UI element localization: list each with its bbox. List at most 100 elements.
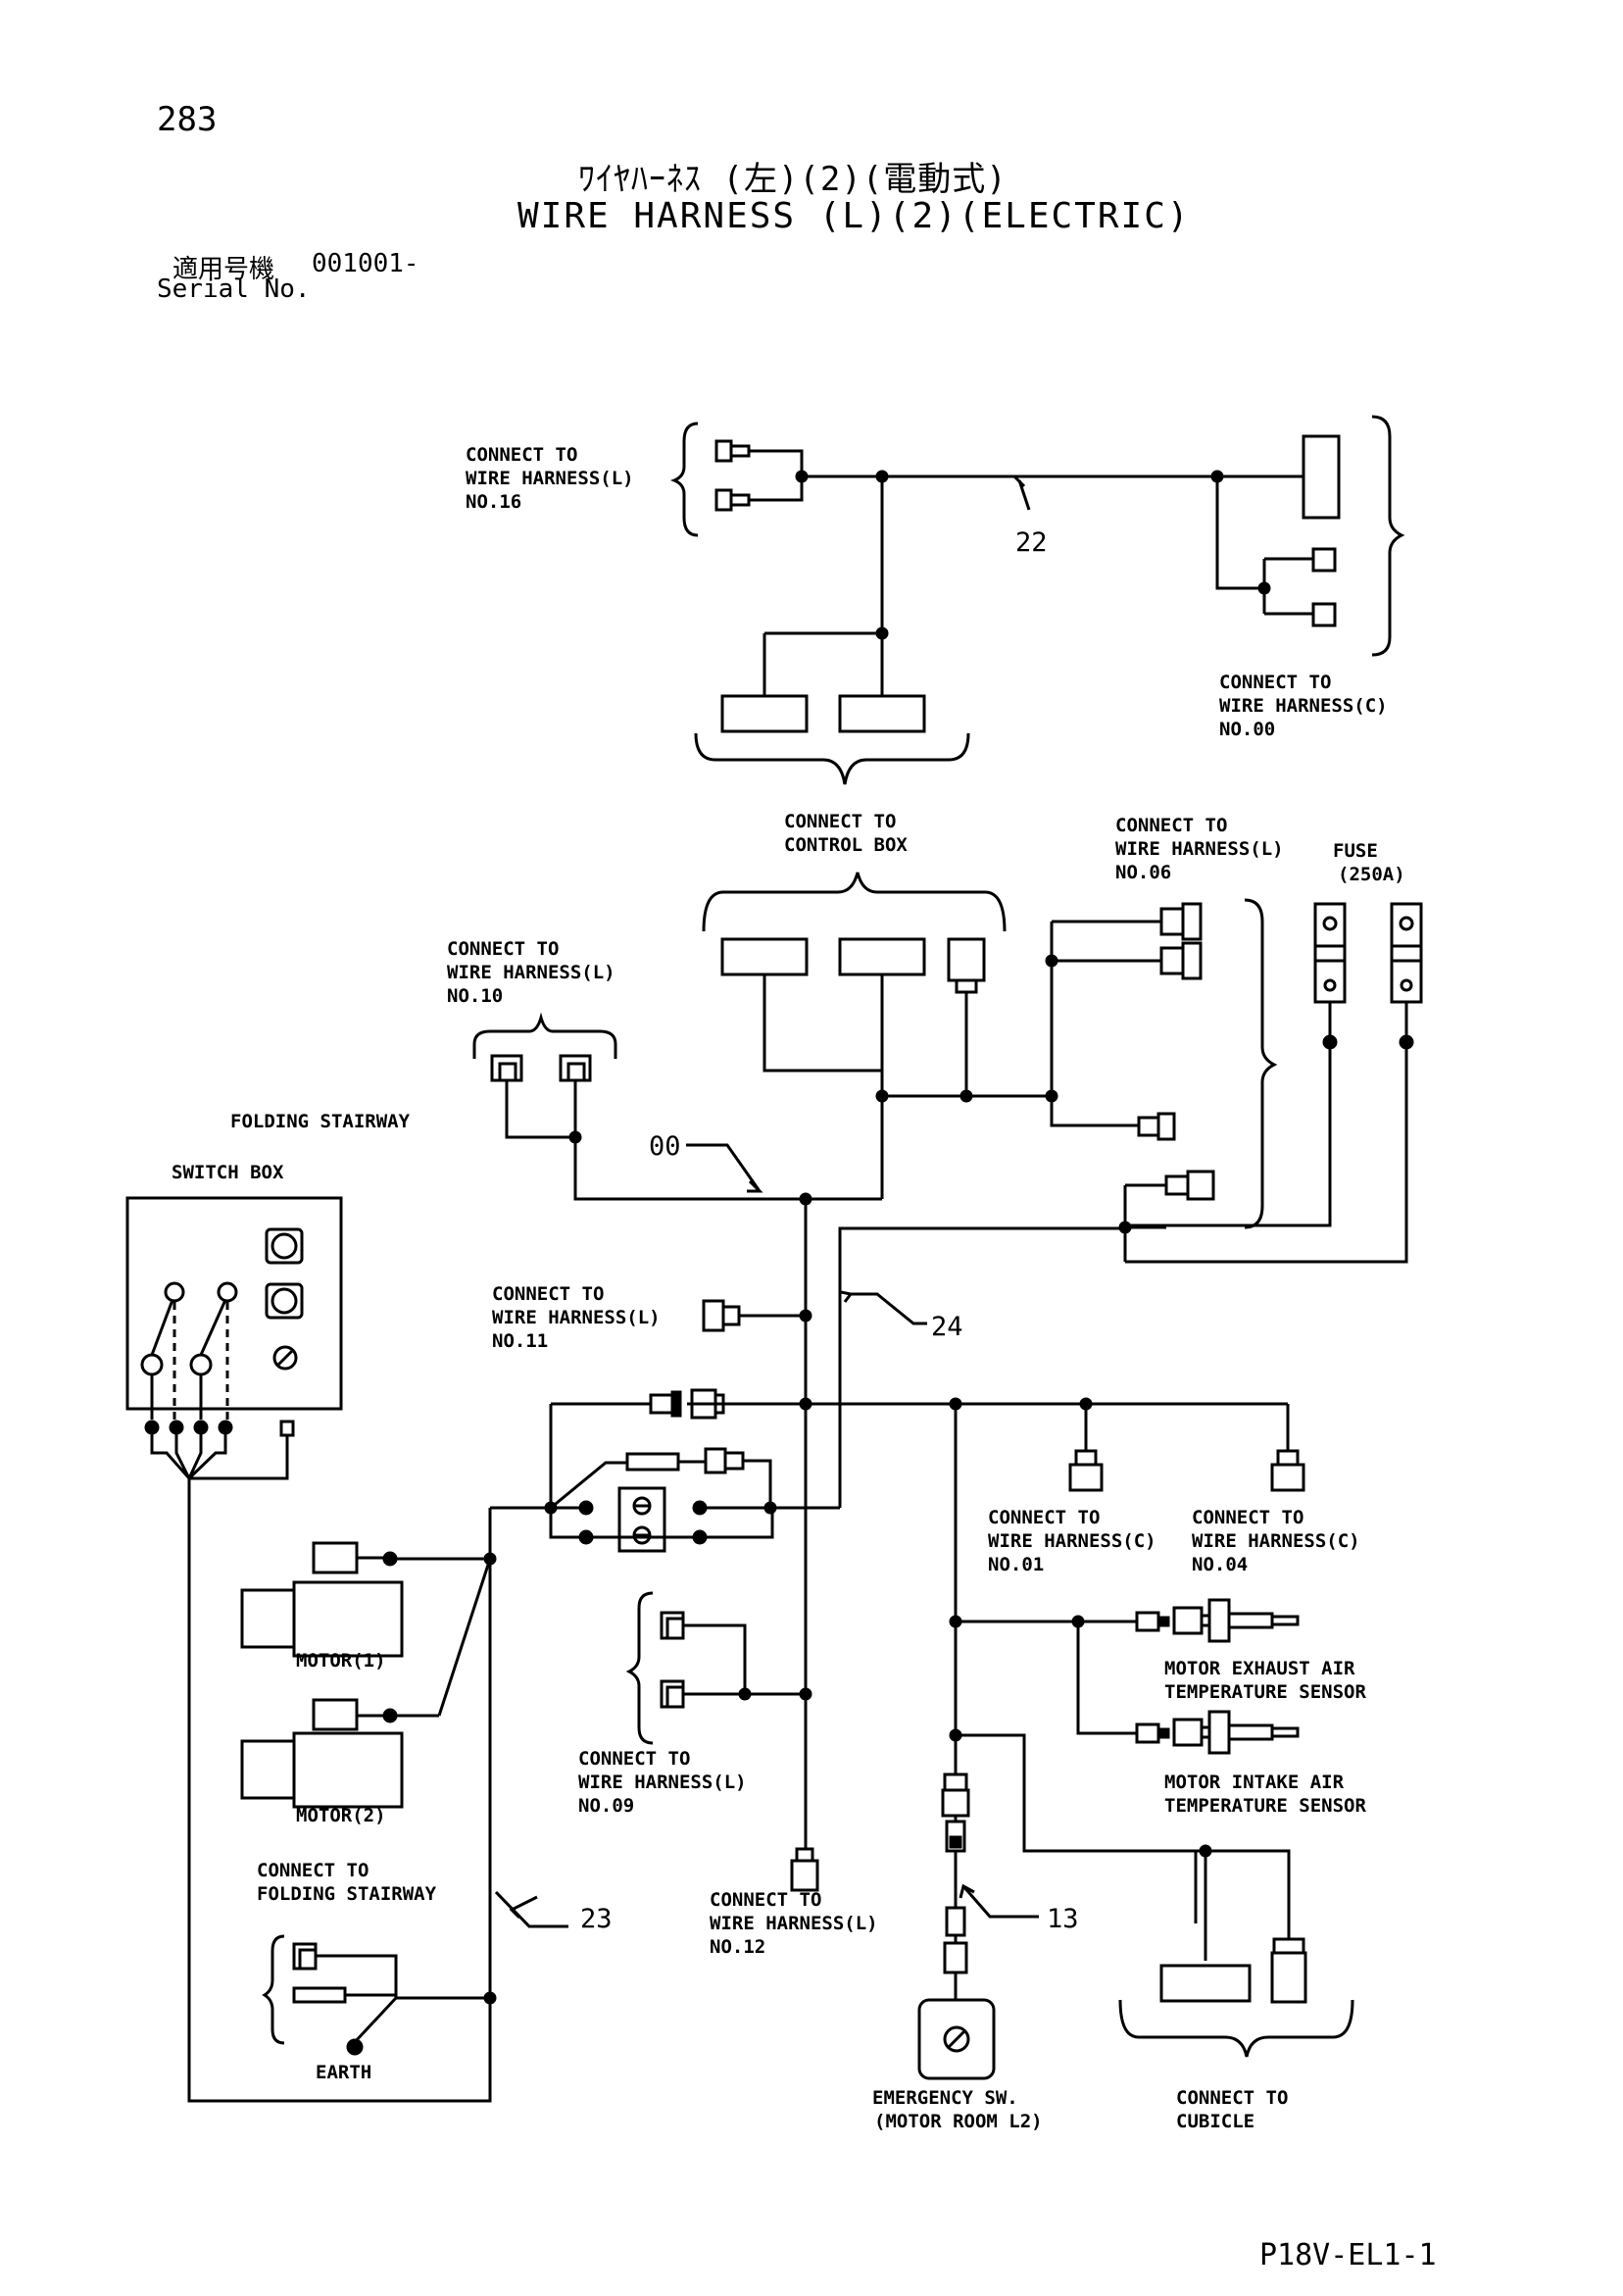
wire-wh16-branch — [749, 449, 804, 502]
connector-wh11 — [702, 1299, 725, 1332]
control-box-connector-d — [838, 937, 926, 976]
harness-24-number: 24 — [931, 1312, 963, 1342]
switch-box-knob — [272, 1345, 298, 1371]
brace-wh10 — [472, 1012, 617, 1059]
junction-wh16 — [795, 470, 809, 483]
wire-harness-24 — [838, 1185, 1127, 1508]
connector-wh09-b-pin — [665, 1685, 685, 1709]
wire-relay-in — [490, 1461, 627, 1510]
control-box-connector-e-pin — [955, 978, 978, 994]
fuse-line-1: FUSE — [1333, 840, 1378, 862]
folding-stairway-label: FOLDING STAIRWAY — [230, 1111, 411, 1132]
junction-22b — [1210, 470, 1224, 483]
switch-levers — [150, 1299, 227, 1356]
wh-c00-line-2: WIRE HARNESS(C) — [1219, 695, 1388, 717]
harness-00-group — [472, 872, 1278, 1262]
wh-l12-line-1: CONNECT TO — [710, 1889, 821, 1911]
brace-control-box-lower — [702, 872, 1007, 932]
connector-wh-c00-main — [1302, 434, 1341, 520]
connector-folding-stairway — [292, 1942, 318, 1971]
relay-term-b — [578, 1529, 594, 1545]
junction-wh10 — [568, 1130, 582, 1144]
wire-wh06-bus — [1050, 922, 1139, 1127]
connector-wh06-a — [1159, 907, 1185, 936]
connector-wh09-a — [660, 1611, 685, 1640]
emergency-sw-body — [917, 1998, 996, 2080]
motor-2-label: MOTOR(2) — [296, 1805, 386, 1826]
connector-wh16-b — [714, 488, 733, 512]
exhaust-sensor-body — [1227, 1612, 1274, 1629]
harness-22-number: 22 — [1015, 527, 1048, 558]
motor-2-body — [292, 1731, 404, 1809]
leader-13-arrow — [959, 1883, 975, 1899]
intake-sensor-tip — [1270, 1726, 1300, 1738]
connector-wh11-pin — [721, 1305, 741, 1326]
wire-wh-c00-leads — [1264, 557, 1313, 616]
relay-block — [617, 1486, 666, 1553]
junction-00d — [1045, 1089, 1058, 1103]
switch-terminal-4 — [218, 1420, 233, 1435]
folding-stairway-conn-line-2: FOLDING STAIRWAY — [257, 1883, 437, 1905]
leader-24-arrow — [840, 1290, 854, 1303]
motor-1-label: MOTOR(1) — [296, 1650, 386, 1672]
connector-folding-stairway-pin — [298, 1948, 318, 1971]
connector-wh06-d-body — [1186, 1170, 1215, 1201]
earth-label: EARTH — [316, 2062, 371, 2083]
control-box-connector-e — [947, 937, 986, 982]
wire-sensors — [956, 1620, 1137, 1735]
control-box-connector-c — [720, 937, 809, 976]
wh-l10-line-3: NO.10 — [447, 985, 503, 1007]
intake-sensor-body — [1227, 1723, 1274, 1741]
wh-l12-line-2: WIRE HARNESS(L) — [710, 1913, 878, 1934]
relay-group — [490, 1388, 1305, 1553]
wire-wh10 — [505, 1080, 577, 1139]
switch-box-knob-mark — [276, 1349, 294, 1367]
serial-label-japanese: 適用号機 — [172, 255, 275, 284]
wire-harness-00-main — [573, 1137, 882, 1201]
fuse-bodies — [1315, 944, 1421, 963]
harness-23-number: 23 — [580, 1904, 613, 1934]
switch-wiring — [150, 1433, 227, 1481]
cubicle-connector-b — [1270, 1951, 1307, 2004]
wire-control-box-split — [764, 631, 884, 696]
intake-sensor-connector-pin — [1156, 1727, 1170, 1739]
connector-wh-c01-top — [1074, 1449, 1098, 1467]
sensor-group — [917, 1404, 1354, 2080]
wh-l16-line-3: NO.16 — [466, 491, 521, 513]
cubicle-connector-b-top — [1272, 1937, 1305, 1955]
wh-l16-line-1: CONNECT TO — [466, 444, 577, 466]
brace-wh06 — [1244, 898, 1278, 1229]
emergency-sw-button — [943, 2025, 970, 2053]
switch-a-top — [164, 1281, 185, 1303]
switch-dashed-links — [172, 1302, 229, 1420]
leader-23 — [494, 1890, 568, 1928]
switch-box-label: SWITCH BOX — [172, 1162, 284, 1183]
motor-2-terminal — [382, 1708, 398, 1723]
serial-number-value: 001001- — [312, 249, 419, 278]
leader-22 — [1017, 479, 1031, 511]
wh-l12-line-3: NO.12 — [710, 1936, 765, 1958]
connector-wh06-c — [1137, 1116, 1160, 1137]
fuse-a-top-hole — [1322, 916, 1338, 931]
intake-sensor-line-1: MOTOR INTAKE AIR — [1164, 1772, 1345, 1793]
switch-box-group — [125, 1196, 492, 2103]
switch-drops — [150, 1374, 203, 1420]
junction-earth — [483, 1991, 497, 2005]
wh-c04-line-3: NO.04 — [1192, 1554, 1248, 1575]
connector-wh-c00-b — [1311, 602, 1337, 627]
connector-wh12 — [790, 1859, 819, 1892]
relay-connector-a — [704, 1447, 727, 1474]
motor-1-box — [312, 1541, 359, 1574]
wire-wh-c00-branch — [1215, 476, 1264, 590]
fuse-leads — [1328, 1002, 1408, 1039]
junction-sensor-a — [949, 1615, 962, 1628]
serial-label-english: Serial No. — [157, 275, 311, 304]
motor-1-shaft — [240, 1588, 296, 1649]
intake-sensor-line-2: TEMPERATURE SENSOR — [1164, 1795, 1366, 1817]
brace-folding-stairway — [262, 1934, 285, 2045]
switch-terminal-5 — [279, 1420, 295, 1437]
junction-00b — [959, 1089, 973, 1103]
wire-earth — [345, 1993, 490, 2044]
